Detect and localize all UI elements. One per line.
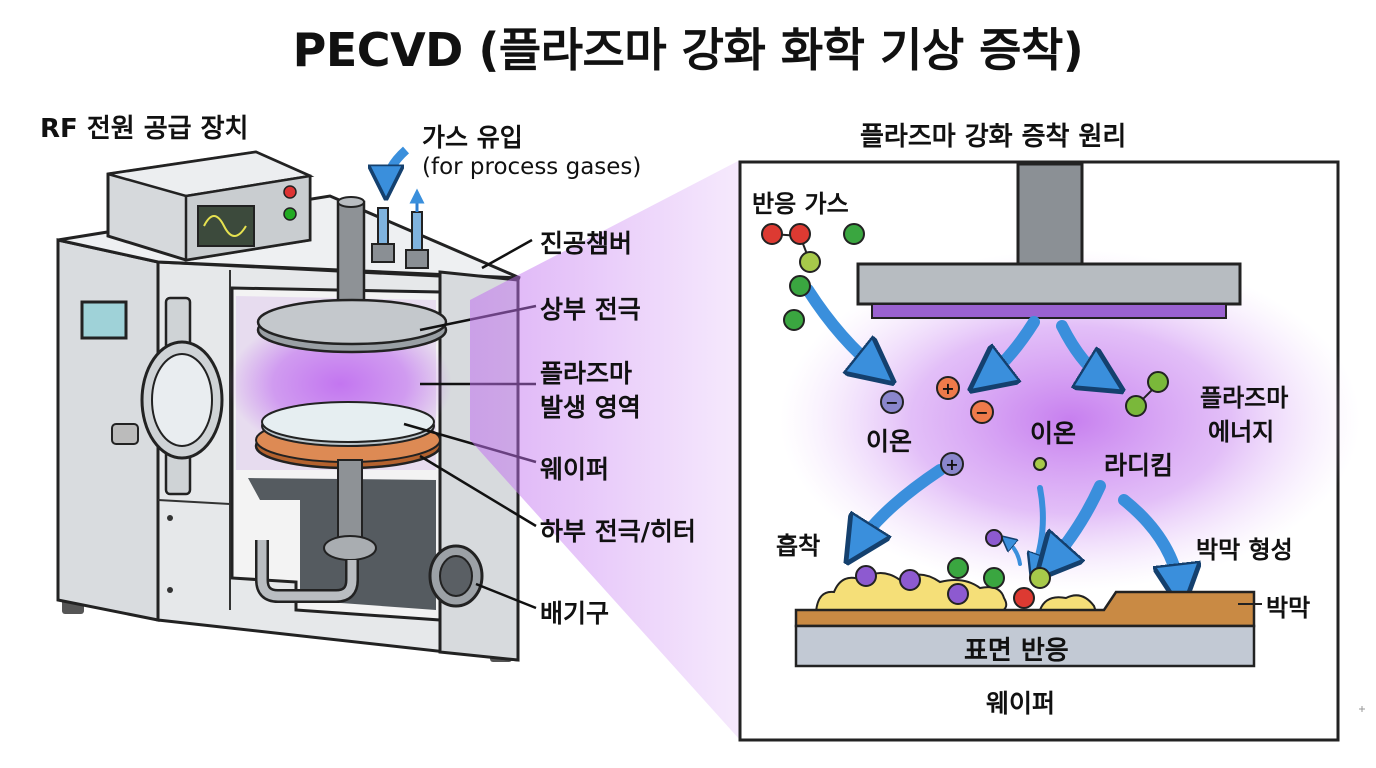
rf-supply-label: RF 전원 공급 장치 — [40, 114, 249, 144]
flow-arrows — [802, 284, 1180, 592]
plasma-region-label-1: 플라즈마 — [540, 359, 633, 388]
ion-positive-2 — [940, 452, 964, 476]
ion-charge-neg-1: − — [885, 393, 898, 412]
ion-label-left: 이온 — [866, 427, 913, 456]
upper-electrode-rod — [856, 162, 1242, 319]
wafer-label: 웨이퍼 — [540, 455, 610, 484]
corner-mark — [1359, 706, 1365, 712]
ion-negative-2 — [970, 400, 994, 424]
wafer-stack — [794, 590, 1262, 668]
principle-heading: 플라즈마 강화 증착 원리 — [860, 122, 1127, 152]
ion-positive-1 — [936, 376, 960, 400]
pecvd-machine — [56, 146, 521, 662]
gas-inlet-label: 가스 유입 — [422, 123, 523, 152]
gas-molecules — [761, 223, 865, 331]
surface-reaction-label: 표면 반응 — [964, 636, 1069, 666]
plasma-energy-label-2: 에너지 — [1208, 418, 1275, 446]
lower-electrode-label: 하부 전극/히터 — [540, 517, 696, 546]
page-title: PECVD (플라즈마 강화 화학 기상 증착) — [292, 23, 1084, 77]
film-label: 박막 — [1266, 594, 1311, 622]
exhaust-label: 배기구 — [540, 599, 610, 628]
zoom-fan — [470, 160, 740, 740]
ion-charge-pos-2: + — [945, 455, 958, 474]
gas-inlet-sub-label: (for process gases) — [422, 154, 642, 180]
upper-electrode-label: 상부 전극 — [540, 295, 641, 324]
adsorbed-deposit — [814, 557, 1098, 614]
ion-charge-neg-2: − — [975, 403, 988, 422]
radical-label: 라디킴 — [1104, 451, 1174, 480]
plasma-cloud — [780, 250, 1360, 590]
ion-label-mid: 이온 — [1030, 419, 1077, 448]
ions — [880, 376, 994, 476]
adsorption-label: 흡착 — [776, 532, 821, 560]
ion-negative-1 — [880, 390, 904, 414]
wafer-bottom-label: 웨이퍼 — [986, 689, 1056, 718]
film-forming-label: 박막 형성 — [1196, 536, 1293, 564]
plasma-region-label-2: 발생 영역 — [540, 393, 641, 422]
reaction-gas-label: 반응 가스 — [752, 190, 849, 218]
ion-charge-pos-1: + — [941, 379, 954, 398]
plasma-energy-label-1: 플라즈마 — [1200, 384, 1289, 412]
vacuum-chamber-label: 진공챔버 — [540, 229, 633, 258]
radical-molecules — [985, 371, 1169, 547]
